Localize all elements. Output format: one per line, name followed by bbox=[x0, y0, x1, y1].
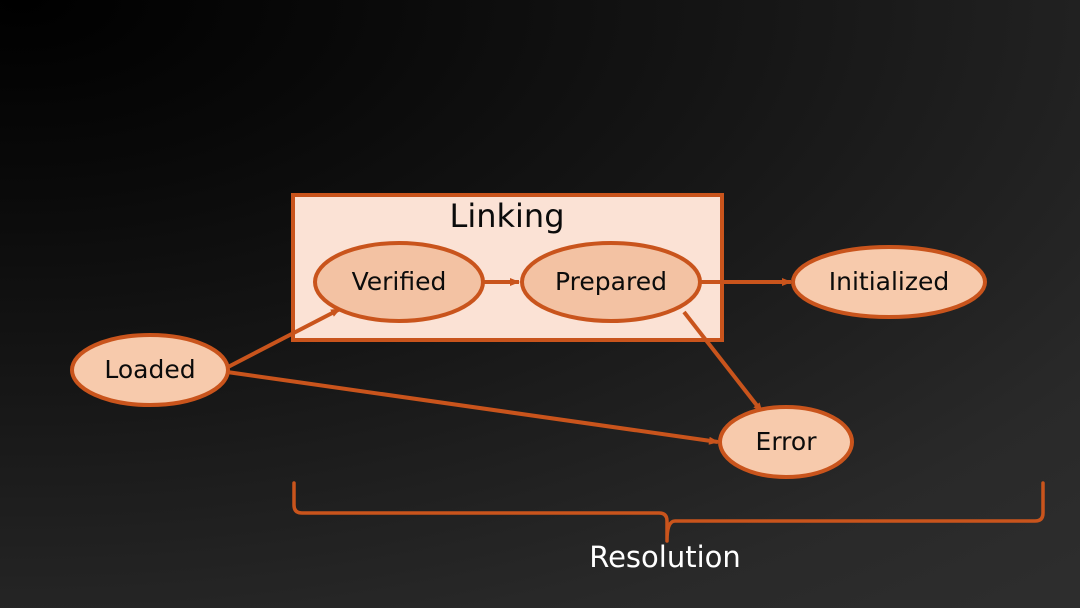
node-loaded[interactable]: Loaded bbox=[70, 333, 230, 407]
resolution-brace: Resolution bbox=[292, 481, 1045, 574]
node-error-label: Error bbox=[756, 427, 818, 456]
node-verified-shape[interactable] bbox=[313, 241, 485, 323]
node-prepared[interactable]: Prepared bbox=[520, 241, 702, 323]
edge-loaded-to-error bbox=[226, 370, 719, 445]
node-verified-label: Verified bbox=[352, 267, 447, 296]
edge-layer bbox=[226, 278, 792, 445]
node-loaded-shape[interactable] bbox=[70, 333, 230, 407]
resolution-brace-path bbox=[292, 481, 1045, 543]
node-verified[interactable]: Verified bbox=[313, 241, 485, 323]
edge-prepared-to-error bbox=[682, 310, 764, 414]
edge-loaded-to-verified bbox=[227, 307, 341, 369]
node-initialized-shape[interactable] bbox=[791, 245, 987, 319]
node-error[interactable]: Error bbox=[718, 405, 854, 479]
group-linking-label: Linking bbox=[449, 197, 564, 235]
node-initialized[interactable]: Initialized bbox=[791, 245, 987, 319]
node-initialized-label: Initialized bbox=[829, 267, 950, 296]
node-loaded-label: Loaded bbox=[104, 355, 195, 384]
node-prepared-shape[interactable] bbox=[520, 241, 702, 323]
resolution-brace-label: Resolution bbox=[589, 540, 741, 574]
node-prepared-label: Prepared bbox=[555, 267, 667, 296]
node-error-shape[interactable] bbox=[718, 405, 854, 479]
